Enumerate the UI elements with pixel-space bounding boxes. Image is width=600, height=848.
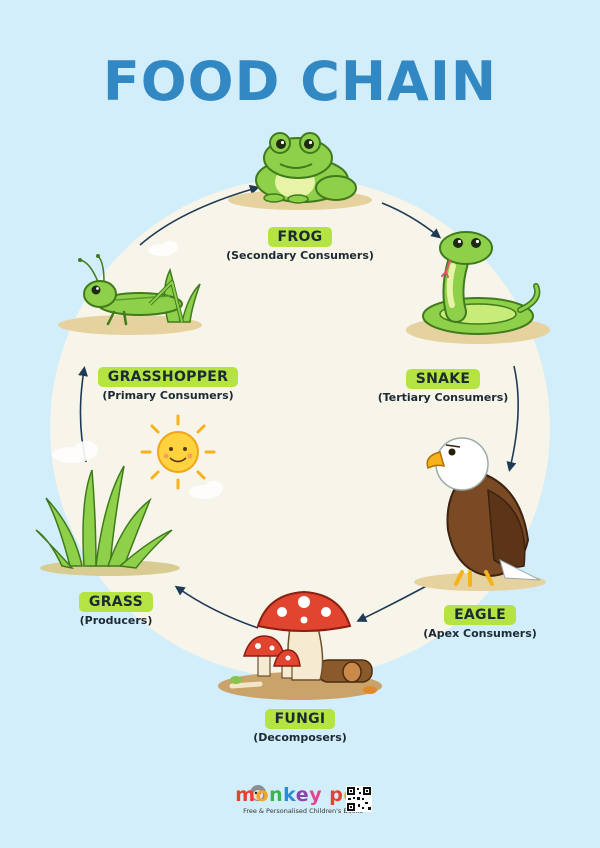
node-role: (Producers): [79, 614, 153, 627]
arrow-fungi-to-grass: [174, 585, 259, 629]
brand-tagline: Free & Personalised Children's Books: [243, 807, 363, 815]
node-name: SNAKE: [405, 369, 481, 389]
arrow-grasshopper-to-frog: [139, 184, 260, 246]
node-label-frog: FROG (Secondary Consumers): [225, 226, 375, 262]
node-role: (Secondary Consumers): [226, 249, 374, 262]
node-label-snake: SNAKE (Tertiary Consumers): [368, 368, 518, 404]
brand-letter: e: [295, 784, 310, 806]
grass-illustration: [35, 465, 180, 576]
node-label-fungi: FUNGI (Decomposers): [225, 708, 375, 744]
node-role: (Primary Consumers): [102, 389, 234, 402]
node-name: FUNGI: [264, 709, 336, 729]
fungi-illustration: [218, 590, 382, 700]
node-name: FROG: [267, 227, 333, 247]
snake-illustration: [406, 231, 550, 344]
grasshopper-illustration: [58, 254, 202, 335]
node-label-grass: GRASS (Producers): [46, 591, 186, 627]
eagle-illustration: [414, 437, 546, 591]
node-label-eagle: EAGLE (Apex Consumers): [410, 604, 550, 640]
brand-letter: y: [309, 784, 323, 806]
sun-icon: [140, 414, 216, 490]
arrow-frog-to-snake: [381, 202, 442, 239]
node-role: (Tertiary Consumers): [377, 391, 509, 404]
brand-letter: o: [255, 784, 270, 806]
arrow-snake-to-eagle: [506, 365, 519, 472]
cloud-small-top: [148, 241, 178, 256]
node-role: (Decomposers): [253, 731, 347, 744]
node-role: (Apex Consumers): [423, 627, 537, 640]
frog-illustration: [228, 132, 372, 210]
qr-code-icon: [346, 786, 372, 812]
brand-monkey-icon: [250, 785, 266, 801]
brand-letter: n: [269, 784, 284, 806]
brand-letter: k: [283, 784, 296, 806]
page-title: FOOD CHAIN: [102, 50, 498, 113]
brand-letter: p: [329, 784, 344, 806]
cloud-right: [189, 481, 223, 499]
node-name: GRASS: [78, 592, 154, 612]
node-label-grasshopper: GRASSHOPPER (Primary Consumers): [88, 366, 248, 402]
node-name: GRASSHOPPER: [97, 367, 239, 387]
brand-letter: m: [235, 784, 256, 806]
cloud-left: [52, 441, 98, 463]
node-name: EAGLE: [444, 605, 516, 625]
